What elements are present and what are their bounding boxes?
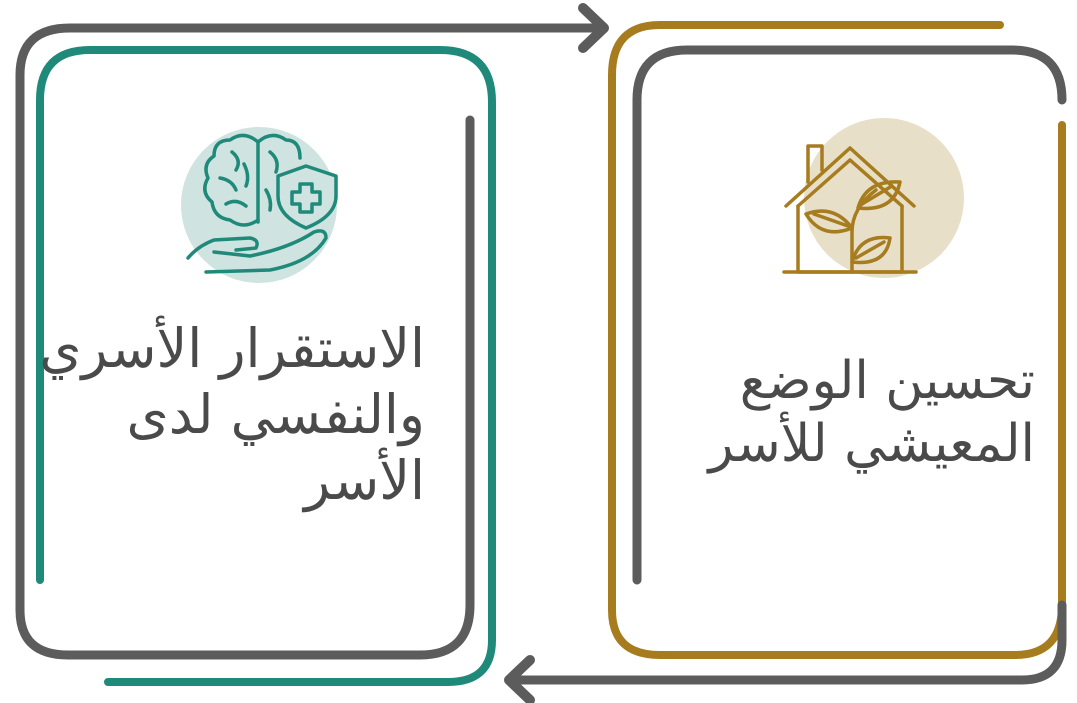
right-card-title-line-2: المعيشي للأسر bbox=[708, 414, 1035, 475]
right-card-title: تحسين الوضع المعيشي للأسر bbox=[708, 350, 1035, 477]
left-card-title-line-2: والنفسي لدى bbox=[126, 382, 425, 446]
right-card-gray-frame bbox=[632, 45, 1067, 585]
right-card-gold-frame bbox=[608, 21, 1066, 659]
house-leaves-icon bbox=[782, 118, 964, 278]
left-card-title-line-1: الاستقرار الأسري bbox=[39, 317, 425, 380]
left-card-title: الاستقرار الأسري والنفسي لدى الأسر bbox=[39, 316, 425, 514]
bottom-arrow bbox=[504, 600, 1067, 703]
left-card-gray-frame bbox=[15, 115, 475, 660]
right-card-title-line-1: تحسين الوضع bbox=[739, 351, 1035, 411]
left-card-teal-frame bbox=[36, 46, 496, 686]
top-arrow bbox=[15, 3, 609, 525]
brain-shield-hand-icon bbox=[181, 127, 338, 283]
left-card-title-line-3: الأسر bbox=[304, 448, 425, 512]
